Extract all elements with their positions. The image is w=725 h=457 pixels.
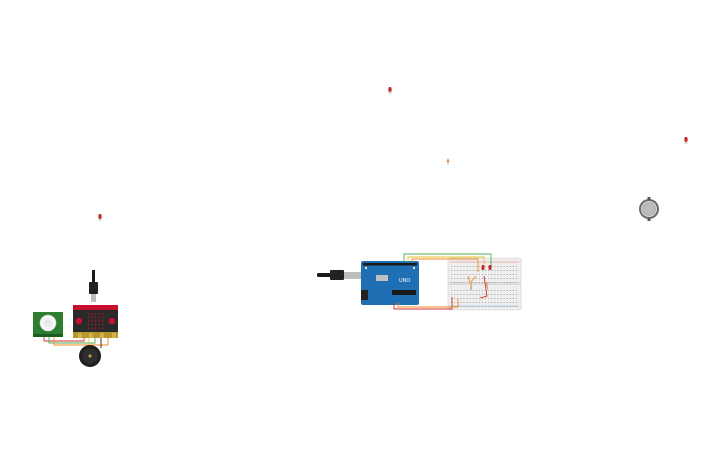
led-small-icon[interactable] xyxy=(446,158,450,165)
piezo-buzzer-icon[interactable] xyxy=(79,345,101,367)
edge-connector[interactable] xyxy=(78,333,116,338)
button-a-icon[interactable] xyxy=(75,317,83,325)
led-matrix xyxy=(88,313,104,329)
pir-sensor-icon[interactable] xyxy=(33,312,63,337)
microbit-wires[interactable] xyxy=(43,337,109,348)
breadboard-icon[interactable] xyxy=(447,257,522,311)
led-red-icon[interactable] xyxy=(98,214,102,221)
breadboard-led-1[interactable] xyxy=(481,265,485,270)
edge-pin[interactable] xyxy=(100,333,104,338)
edge-pin[interactable] xyxy=(112,333,116,338)
usb-cable-icon[interactable] xyxy=(317,270,362,280)
arduino-label: UNO xyxy=(399,278,410,284)
breadboard-resistor[interactable] xyxy=(470,282,488,290)
usb-cable-icon[interactable] xyxy=(89,270,98,302)
microbit-board[interactable] xyxy=(73,305,118,338)
edge-pin[interactable] xyxy=(89,333,93,338)
button-b-icon[interactable] xyxy=(108,317,116,325)
edge-pin[interactable] xyxy=(78,333,82,338)
coin-cell-battery-icon[interactable] xyxy=(639,197,659,221)
led-red-icon[interactable] xyxy=(684,137,688,144)
arduino-uno-board[interactable]: UNO xyxy=(361,261,419,305)
led-red-icon[interactable] xyxy=(388,87,392,94)
breadboard-led-2[interactable] xyxy=(488,265,492,270)
